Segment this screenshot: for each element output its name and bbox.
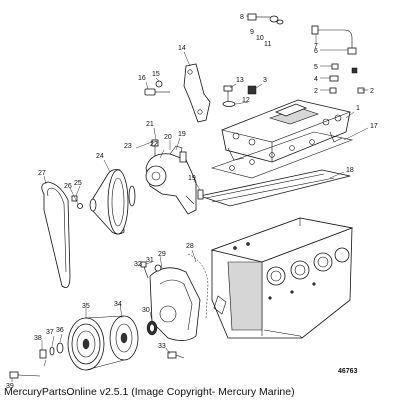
callout-34: 34 xyxy=(114,301,122,308)
callout-6: 6 xyxy=(314,48,318,55)
damper-fasteners xyxy=(9,342,64,379)
pulley-fasteners xyxy=(71,195,83,209)
engine-block xyxy=(210,217,354,339)
callout-23: 23 xyxy=(124,143,132,150)
callout-1: 1 xyxy=(356,105,360,112)
callout-8: 8 xyxy=(240,14,244,21)
oil-seal xyxy=(146,320,158,336)
callout-28: 28 xyxy=(186,243,194,250)
callout-labels: 1 2 2 3 4 5 6 7 8 9 10 11 12 13 14 15 16… xyxy=(6,14,378,390)
leader-lines xyxy=(11,15,369,382)
callout-29: 29 xyxy=(158,251,166,258)
water-pump-pulley xyxy=(89,169,136,235)
callout-20: 20 xyxy=(164,134,172,141)
callout-37: 37 xyxy=(46,329,54,336)
callout-12: 12 xyxy=(242,97,250,104)
callout-14: 14 xyxy=(178,45,186,52)
callout-15: 15 xyxy=(152,71,160,78)
callout-10: 10 xyxy=(256,35,264,42)
callout-13: 13 xyxy=(236,77,244,84)
intake-manifold xyxy=(221,99,351,163)
callout-22: 22 xyxy=(150,141,158,148)
cover-bolts xyxy=(140,261,185,359)
drive-belt xyxy=(41,181,71,289)
manifold-gasket xyxy=(210,131,354,179)
diagram-number: 46763 xyxy=(338,368,358,375)
callout-25: 25 xyxy=(74,180,82,187)
callout-4: 4 xyxy=(314,76,318,83)
callout-18: 18 xyxy=(346,167,354,174)
callout-16: 16 xyxy=(138,75,146,82)
callout-30: 30 xyxy=(142,307,150,314)
callout-3: 3 xyxy=(263,77,267,84)
callout-2a: 2 xyxy=(370,88,374,95)
callout-9: 9 xyxy=(250,29,254,36)
valley-gasket xyxy=(198,169,351,207)
harmonic-balancer xyxy=(67,315,139,371)
callout-7: 7 xyxy=(314,43,318,50)
callout-19a: 19 xyxy=(178,131,186,138)
callout-2b: 2 xyxy=(314,88,318,95)
callout-33: 33 xyxy=(158,343,166,350)
fuel-fittings xyxy=(247,13,365,94)
callout-31: 31 xyxy=(146,257,154,264)
callout-19b: 19 xyxy=(188,175,196,182)
callout-39: 39 xyxy=(6,383,14,390)
copyright-caption: MercuryPartsOnline v2.5.1 (Image Copyrig… xyxy=(4,386,295,398)
callout-11: 11 xyxy=(264,41,271,48)
support-bracket xyxy=(183,63,211,123)
callout-36: 36 xyxy=(56,327,64,334)
callout-35: 35 xyxy=(82,303,90,310)
timing-cover xyxy=(149,253,209,341)
upper-bolts xyxy=(144,80,257,107)
callout-21: 21 xyxy=(146,121,154,128)
callout-26: 26 xyxy=(64,183,72,190)
callout-27: 27 xyxy=(38,170,46,177)
water-pump xyxy=(145,139,204,215)
callout-17: 17 xyxy=(370,123,378,130)
callout-5: 5 xyxy=(314,64,318,71)
callout-32: 32 xyxy=(134,261,142,268)
callout-38: 38 xyxy=(34,335,42,342)
callout-24: 24 xyxy=(96,153,104,160)
